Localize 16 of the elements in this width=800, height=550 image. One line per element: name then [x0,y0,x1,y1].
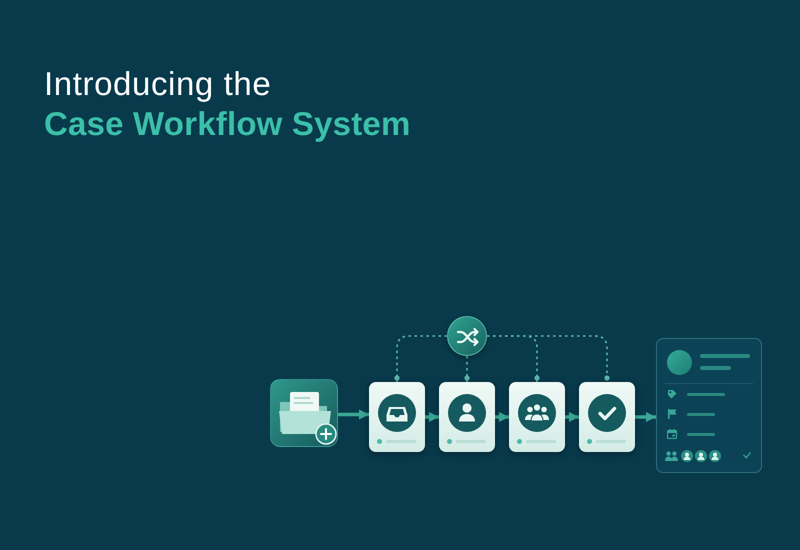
arrow [635,412,656,422]
dashed-connector [394,335,447,382]
folder-icon [270,379,338,447]
dashed-connector [464,356,470,382]
arrow [565,412,579,422]
step-card [369,382,425,452]
arrow [338,410,369,420]
case-details-panel [656,338,762,473]
step-card [439,382,495,452]
title: Introducing the Case Workflow System [44,64,411,144]
dashed-connector [487,335,610,382]
shuffle-icon [447,316,487,356]
step-card [579,382,635,452]
arrow [425,412,439,422]
arrow [495,412,509,422]
step-card [509,382,565,452]
